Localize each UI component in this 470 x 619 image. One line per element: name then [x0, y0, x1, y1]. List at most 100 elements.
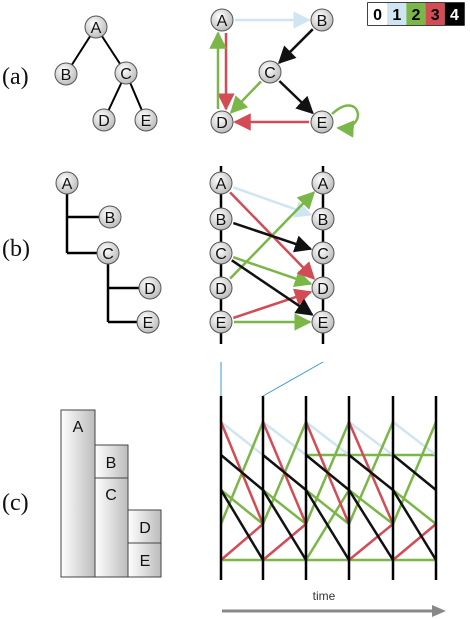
svg-text:A: A: [217, 13, 228, 30]
legend-swatch-1: [387, 3, 407, 25]
icicle-label-c: C: [105, 487, 117, 504]
time-axis: time: [222, 589, 446, 617]
bipartite-left-node-c: C: [209, 241, 233, 265]
svg-text:C: C: [120, 66, 132, 83]
svg-text:A: A: [318, 176, 329, 193]
timeline-edge-1-CD: [262, 489, 307, 525]
legend-label-3: 3: [431, 7, 440, 24]
icicle-box-c: [94, 477, 129, 578]
tree-b-node-c: C: [96, 241, 120, 265]
tree-a-node-b: B: [54, 62, 78, 86]
zoom-connectors: [220, 361, 324, 397]
timeline-edge-1-AB: [262, 421, 307, 456]
svg-text:C: C: [264, 65, 276, 82]
timeline-edge-3-ED: [348, 523, 394, 561]
tree-a: A B C D E: [54, 15, 158, 132]
tree-a-node-e: E: [134, 108, 158, 132]
timeline-edge-0-CD: [220, 489, 264, 525]
tree-b-node-d: D: [138, 276, 162, 300]
timeline-edge-3-AB: [348, 421, 394, 456]
timeline-edge-0-ED: [220, 523, 264, 561]
legend-label-4: 4: [450, 7, 459, 24]
legend-swatch-2: [406, 3, 426, 25]
timeline-edge-4-ED: [392, 523, 437, 561]
timeline-edge-0-BC: [220, 454, 264, 491]
icicle-box-a: [60, 409, 96, 578]
bipartite-right-node-d: D: [311, 276, 335, 300]
timeline-edge-2-AB: [305, 421, 350, 456]
bipartite-left-node-a: A: [209, 171, 233, 195]
timeline-c: [219, 396, 438, 580]
graph-a-node-b: B: [310, 8, 334, 32]
svg-text:B: B: [216, 212, 227, 229]
timeline-edge-4-CE: [391, 489, 438, 561]
graph-edge-C-D: [229, 80, 262, 114]
svg-text:E: E: [318, 315, 329, 332]
tree-b-node-e: E: [136, 310, 160, 334]
graph-edge-B-C: [277, 28, 314, 65]
bipartite-right-node-b: B: [311, 207, 335, 231]
icicle-label-b: B: [106, 455, 117, 472]
icicle-label-d: D: [139, 520, 151, 537]
tree-a-node-a: A: [84, 15, 108, 39]
svg-text:C: C: [317, 246, 329, 263]
timeline-edge-4-CD: [392, 489, 437, 525]
svg-text:C: C: [215, 246, 227, 263]
bipartite-right-node-a: A: [311, 171, 335, 195]
svg-text:C: C: [102, 246, 114, 263]
legend-label-2: 2: [412, 7, 421, 24]
time-label: time: [313, 589, 336, 603]
svg-text:E: E: [141, 113, 152, 130]
graph-a-node-e: E: [310, 110, 334, 134]
bipartite-left-node-b: B: [209, 207, 233, 231]
bipartite-edge-B-C: [232, 221, 313, 253]
svg-text:A: A: [91, 20, 102, 37]
icicle-box-d: [127, 509, 162, 544]
timeline-edge-1-BC: [262, 454, 307, 491]
timeline-edge-2-CE: [304, 489, 351, 561]
svg-text:A: A: [216, 176, 227, 193]
timeline-edge-4-AB: [392, 421, 437, 456]
indented-tree-b: A B C DE: [55, 171, 162, 334]
svg-text:B: B: [105, 210, 116, 227]
timeline-edge-0-CE: [219, 489, 265, 561]
graph-a-node-d: D: [210, 110, 234, 134]
icicle-label-a: A: [73, 419, 84, 436]
bipartite-edge-E-D: [232, 288, 313, 320]
graph-self-loop-E: [331, 104, 360, 138]
timeline-edge-3-CE: [347, 489, 395, 561]
timeline-edge-2-CD: [305, 489, 350, 525]
bipartite-left-node-e: E: [209, 310, 233, 334]
svg-text:A: A: [62, 176, 73, 193]
svg-text:E: E: [216, 315, 227, 332]
legend-swatch-3: [425, 3, 445, 25]
tree-a-node-d: D: [92, 108, 116, 132]
svg-text:D: D: [144, 281, 156, 298]
panel-label-a: (a): [2, 64, 29, 90]
tree-b-node-a: A: [55, 171, 79, 195]
legend-label-0: 0: [373, 7, 382, 24]
bipartite-edge-C-E: [231, 259, 314, 316]
tree-b-node-b: B: [98, 205, 122, 229]
bipartite-right-node-e: E: [311, 310, 335, 334]
icicle-plot-c: A BC DE: [60, 409, 162, 578]
svg-text:D: D: [215, 281, 227, 298]
legend-swatch-0: [368, 3, 388, 25]
icicle-box-b: [94, 444, 129, 479]
bipartite-edge-A-B: [232, 186, 313, 218]
legend-swatch-4: [444, 3, 464, 25]
legend-label-1: 1: [392, 7, 401, 24]
icicle-box-e: [127, 542, 162, 578]
svg-text:D: D: [317, 281, 329, 298]
timeline-edge-3-CD: [348, 489, 394, 525]
panel-label-c: (c): [2, 490, 29, 516]
icicle-label-e: E: [140, 553, 151, 570]
svg-text:D: D: [98, 113, 110, 130]
graph-edge-C-E: [278, 80, 314, 115]
panel-label-b: (b): [2, 236, 30, 262]
svg-text:E: E: [143, 315, 154, 332]
timeline-edge-1-ED: [262, 523, 307, 561]
timeline-edge-1-CE: [261, 489, 308, 561]
